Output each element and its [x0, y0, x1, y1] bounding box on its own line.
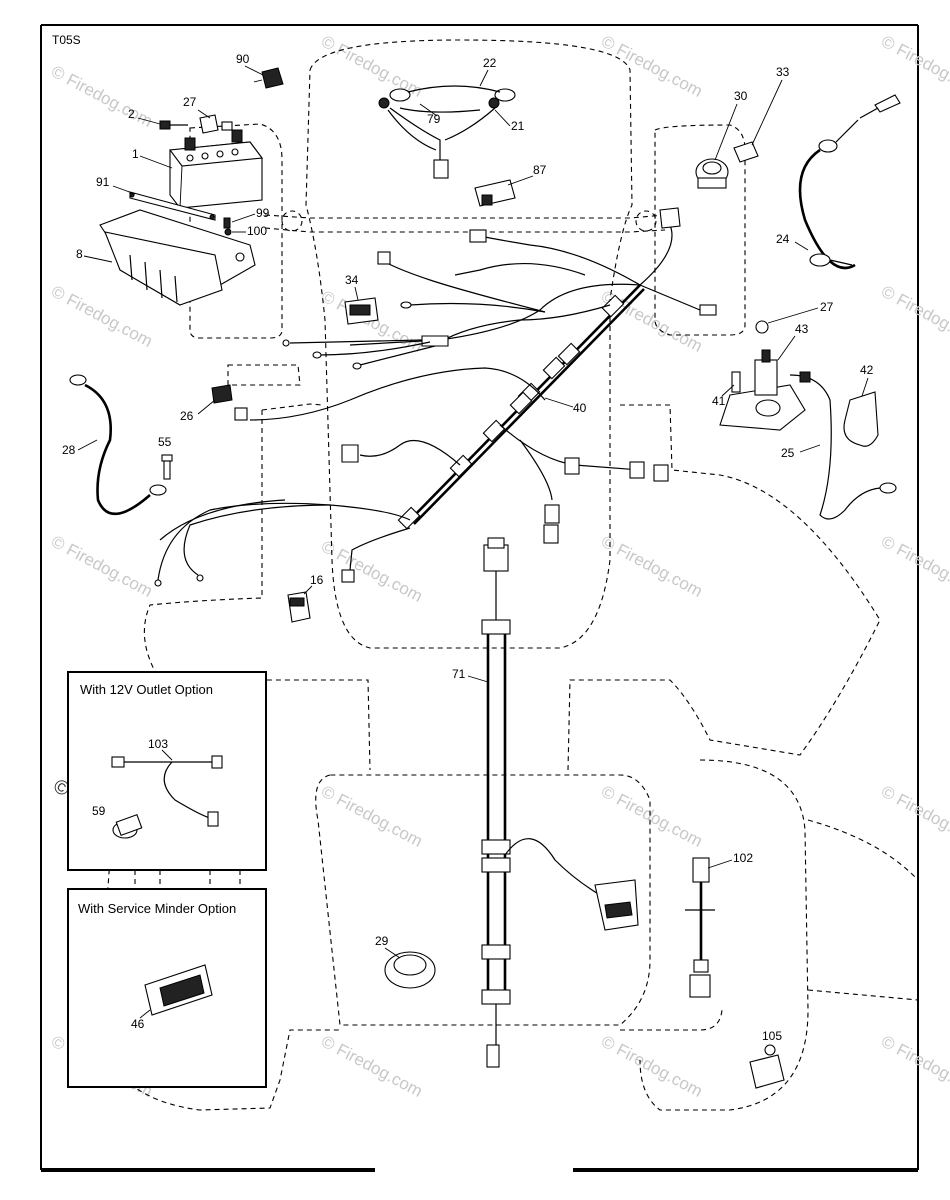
part-55-bolt	[161, 454, 173, 480]
callout-25: 25	[781, 446, 795, 460]
inset-12v-outlet: With 12V Outlet Option	[67, 671, 267, 871]
callout-16: 16	[310, 573, 324, 587]
headlight-harness	[378, 85, 516, 179]
callout-40: 40	[573, 401, 587, 415]
callout-24: 24	[776, 232, 790, 246]
watermark-text: © Firedog.com	[318, 782, 426, 851]
callout-59: 59	[92, 804, 106, 818]
part-87-relay	[474, 179, 516, 207]
part-42-boot	[843, 391, 879, 447]
watermark-text: © Firedog.com	[878, 282, 950, 351]
callout-27-right: 27	[820, 300, 834, 314]
watermark-text: © Firedog.com	[48, 282, 156, 351]
callout-27-top: 27	[183, 95, 197, 109]
callout-43: 43	[795, 322, 809, 336]
starter-solenoid	[719, 320, 897, 520]
callout-41: 41	[712, 394, 726, 408]
callout-8: 8	[76, 247, 83, 261]
callout-28: 28	[62, 443, 76, 457]
callout-55: 55	[158, 435, 172, 449]
watermark-text: © Firedog.com	[318, 32, 426, 101]
callout-91: 91	[96, 175, 110, 189]
inset-12v-title: With 12V Outlet Option	[80, 682, 213, 697]
watermark-text: © Firedog.com	[878, 32, 950, 101]
callout-105: 105	[762, 1029, 782, 1043]
watermark-text: © Firedog.com	[598, 782, 706, 851]
callout-30: 30	[734, 89, 748, 103]
part-102-harness	[685, 857, 715, 998]
inset-minder-title: With Service Minder Option	[78, 901, 236, 916]
part-41-bolt	[731, 371, 741, 393]
callout-100: 100	[247, 224, 267, 238]
callout-42: 42	[860, 363, 874, 377]
inset-service-minder: With Service Minder Option	[67, 888, 267, 1088]
callout-34: 34	[345, 273, 359, 287]
callout-29: 29	[375, 934, 389, 948]
battery-tray	[99, 209, 256, 306]
part-29-horn	[384, 951, 436, 989]
callout-99: 99	[256, 206, 270, 220]
callout-21: 21	[511, 119, 525, 133]
callout-90: 90	[236, 52, 250, 66]
ignition-switch	[695, 141, 759, 189]
callout-103: 103	[148, 737, 168, 751]
diagram-frame	[40, 24, 919, 1172]
watermark-text: © Firedog.com	[878, 1032, 950, 1101]
watermark-text: © Firedog.com	[598, 1032, 706, 1101]
watermark-text: © Firedog.com	[598, 32, 706, 101]
part-26-fuse	[211, 384, 233, 404]
callout-46: 46	[131, 1017, 145, 1031]
callout-1: 1	[132, 147, 139, 161]
cable-28	[69, 374, 167, 516]
main-harness	[154, 207, 717, 587]
harness-71	[481, 537, 639, 1068]
part-34-switch	[344, 297, 379, 325]
part-16-switch	[287, 591, 311, 623]
callout-2: 2	[128, 107, 135, 121]
battery-bolt	[159, 114, 233, 134]
watermark-text: © Firedog.com	[878, 532, 950, 601]
cable-24	[798, 94, 901, 270]
part-105-relay	[749, 1044, 785, 1089]
watermark-text: © Firedog.com	[48, 532, 156, 601]
battery-strap	[129, 191, 216, 221]
watermark-text: © Firedog.com	[318, 537, 426, 606]
callout-26: 26	[180, 409, 194, 423]
callout-79: 79	[427, 112, 441, 126]
callouts: 90 22 33 30 27 2 79 21 1 87 91 99 100 8 …	[62, 52, 874, 1043]
watermark-text: © Firedog.com	[48, 62, 156, 131]
callout-33: 33	[776, 65, 790, 79]
callout-22: 22	[483, 56, 497, 70]
callout-87: 87	[533, 163, 547, 177]
watermark-text: © Firedog.com	[878, 782, 950, 851]
part-90-connector	[253, 67, 284, 89]
watermark-text: © Firedog.com	[598, 532, 706, 601]
callout-71: 71	[452, 667, 466, 681]
battery	[168, 129, 264, 209]
diagram-code: T05S	[52, 33, 81, 47]
watermark-text: © Firedog.com	[318, 1032, 426, 1101]
callout-102: 102	[733, 851, 753, 865]
